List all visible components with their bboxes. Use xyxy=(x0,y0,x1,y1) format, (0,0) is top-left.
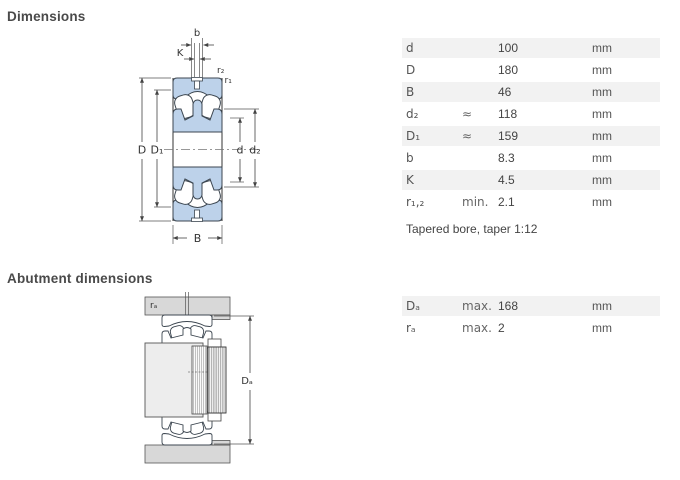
table-row-K: K 4.5 mm xyxy=(402,170,660,190)
row-symbol: B xyxy=(406,85,415,99)
row-value: 100 xyxy=(498,41,519,55)
row-symbol: Dₐ xyxy=(406,299,420,313)
lock-washer-tab-bottom xyxy=(207,412,222,422)
row-value: 180 xyxy=(498,63,519,77)
row-symbol: K xyxy=(406,173,414,187)
row-unit: mm xyxy=(592,129,612,143)
row-qualifier: max. xyxy=(462,321,492,335)
row-unit: mm xyxy=(592,173,612,187)
row-unit: mm xyxy=(592,151,612,165)
label-r1: r₁ xyxy=(225,76,233,86)
row-value: 46 xyxy=(498,85,512,99)
table-row-D1: D₁ ≈ 159 mm xyxy=(402,126,660,146)
row-unit: mm xyxy=(592,85,612,99)
bearing-bottom-half xyxy=(172,166,223,222)
bearing-cross-section-figure: b K r₂ r₁ D D₁ d d₂ B xyxy=(138,28,261,245)
inner-ring xyxy=(172,99,223,133)
table-row-r12: r₁,₂ min. 2.1 mm xyxy=(402,192,660,212)
row-unit: mm xyxy=(592,41,612,55)
abutment-heading: Abutment dimensions xyxy=(7,271,153,286)
label-d: d xyxy=(237,144,244,157)
row-unit: mm xyxy=(592,321,612,335)
row-qualifier xyxy=(462,38,498,58)
row-symbol: D₁ xyxy=(406,129,421,143)
row-unit: mm xyxy=(592,107,612,121)
housing-top xyxy=(144,296,231,316)
table-row-b: b 8.3 mm xyxy=(402,148,660,168)
abutment-table: Dₐ max. 168 mm rₐ max. 2 mm xyxy=(402,296,660,340)
row-qualifier xyxy=(462,148,498,168)
lock-nut xyxy=(207,338,227,422)
table-row-ra: rₐ max. 2 mm xyxy=(402,318,660,338)
bearing-top-half xyxy=(172,77,223,133)
adapter-sleeve xyxy=(191,345,208,415)
row-qualifier: ≈ xyxy=(462,129,473,143)
row-value: 159 xyxy=(498,129,519,143)
label-r2: r₂ xyxy=(217,66,225,76)
groove-extension-lines xyxy=(191,38,203,77)
row-value: 168 xyxy=(498,299,519,313)
lubrication-groove xyxy=(191,77,203,82)
lock-washer-tab-top xyxy=(207,338,222,348)
row-value: 2.1 xyxy=(498,195,515,209)
table-row-B: B 46 mm xyxy=(402,82,660,102)
row-symbol: rₐ xyxy=(406,321,416,335)
label-ra: rₐ xyxy=(150,301,157,311)
label-Da: Dₐ xyxy=(241,376,253,387)
row-qualifier xyxy=(462,82,498,102)
label-B: B xyxy=(194,232,202,245)
lubrication-hole xyxy=(194,80,200,90)
label-D: D xyxy=(138,144,146,157)
row-symbol: b xyxy=(406,151,414,165)
row-qualifier: min. xyxy=(462,195,489,209)
row-unit: mm xyxy=(592,195,612,209)
table-row-Da: Dₐ max. 168 mm xyxy=(402,296,660,316)
label-d2: d₂ xyxy=(249,144,260,157)
row-symbol: d₂ xyxy=(406,107,419,121)
housing-bottom xyxy=(144,444,231,464)
row-value: 118 xyxy=(498,107,518,121)
row-unit: mm xyxy=(592,63,612,77)
oil-hole xyxy=(185,292,189,315)
dimension-lines xyxy=(140,43,257,240)
table-row-d: d 100 mm xyxy=(402,38,660,58)
row-value: 2 xyxy=(498,321,505,335)
label-b: b xyxy=(194,28,200,39)
tapered-bore-note: Tapered bore, taper 1:12 xyxy=(406,222,538,236)
row-qualifier: max. xyxy=(462,299,492,313)
table-row-D: D 180 mm xyxy=(402,60,660,80)
row-qualifier xyxy=(462,170,498,190)
row-value: 8.3 xyxy=(498,151,515,165)
row-qualifier xyxy=(462,60,498,80)
abutment-extension-lines xyxy=(214,315,254,445)
row-symbol: r₁,₂ xyxy=(406,195,425,209)
abutment-figure: rₐ Dₐ xyxy=(144,292,254,464)
row-value: 4.5 xyxy=(498,173,515,187)
row-unit: mm xyxy=(592,299,612,313)
row-symbol: d xyxy=(406,41,414,55)
row-qualifier: ≈ xyxy=(462,107,473,121)
outer-ring xyxy=(161,314,213,327)
row-symbol: D xyxy=(406,63,416,77)
label-K: K xyxy=(177,48,184,59)
label-D1: D₁ xyxy=(151,144,164,157)
dimensions-heading: Dimensions xyxy=(7,9,86,24)
dimensions-table: d 100 mm D 180 mm B 46 mm d₂ ≈ 118 mm D₁… xyxy=(402,38,660,214)
table-row-d2: d₂ ≈ 118 mm xyxy=(402,104,660,124)
